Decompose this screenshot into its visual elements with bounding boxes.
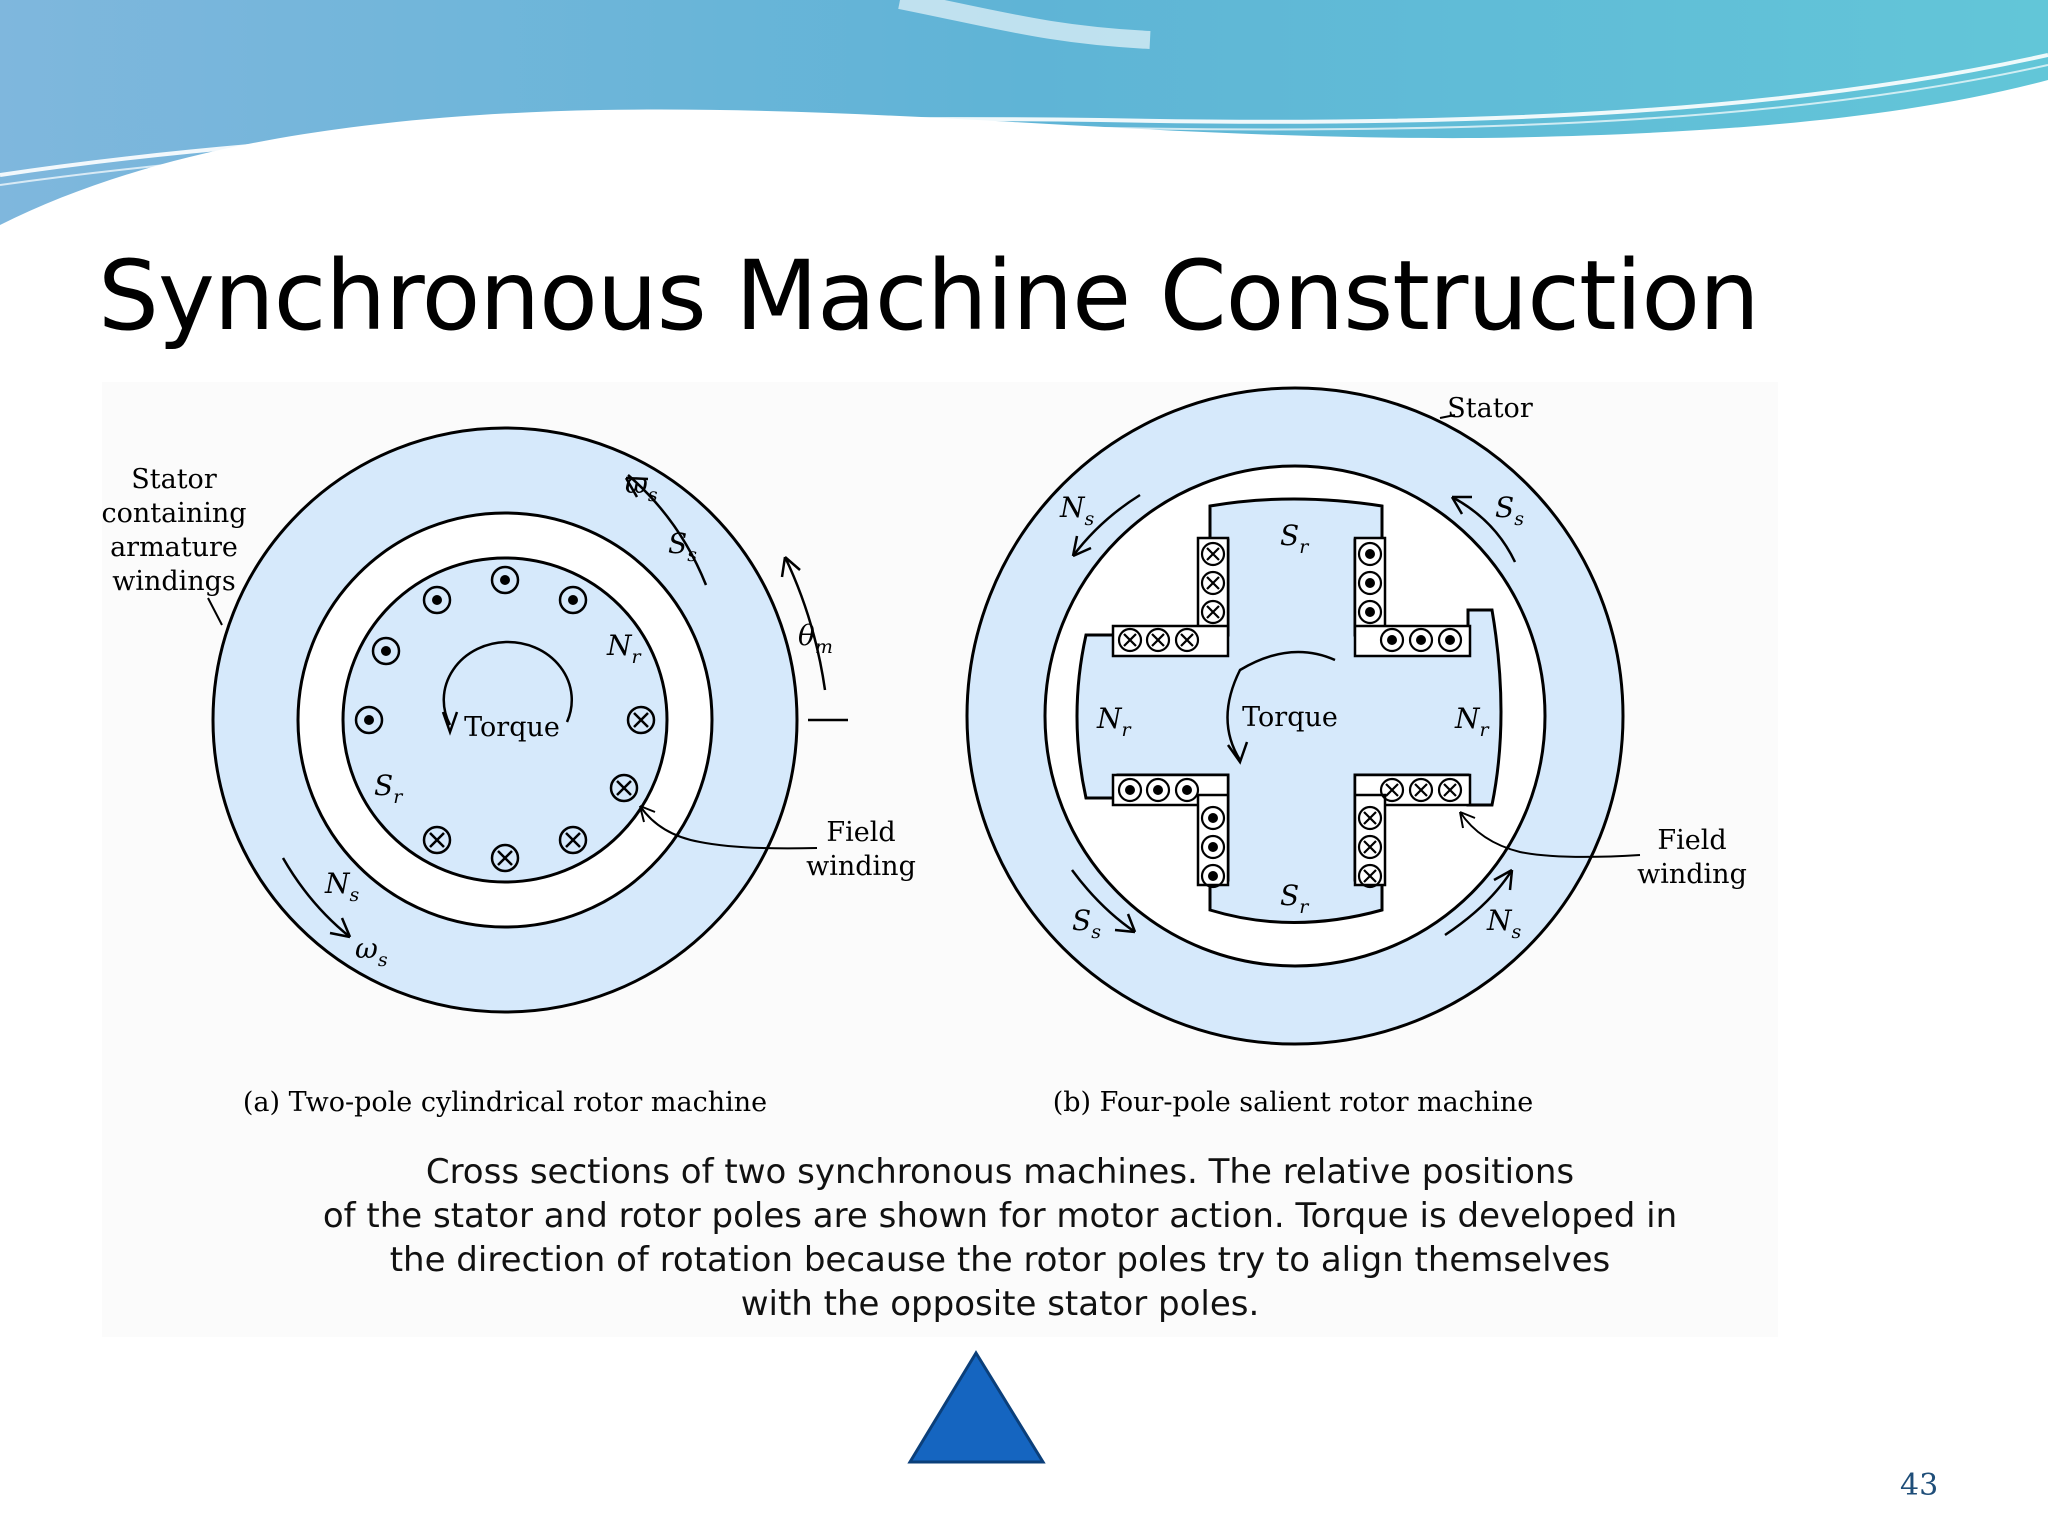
stator-label-b: Stator bbox=[1447, 393, 1533, 424]
rotor-a bbox=[341, 556, 669, 884]
torque-label-b: Torque bbox=[1242, 702, 1338, 733]
N-s-label-lower-b: N bbox=[1486, 904, 1513, 937]
S-s-label-a: S bbox=[668, 527, 687, 560]
torque-arrowhead-a bbox=[441, 711, 459, 736]
arrow-Ss-lower-b bbox=[1070, 869, 1136, 934]
N-r-label-a: N bbox=[606, 629, 633, 662]
caption-line-3: the direction of rotation because the ro… bbox=[389, 1240, 1611, 1280]
field-winding-label-b-1: Field bbox=[1657, 825, 1726, 856]
caption-line-1: Cross sections of two synchronous machin… bbox=[425, 1152, 1575, 1192]
dot-windings-a bbox=[354, 565, 588, 735]
svg-text:Ns: Ns bbox=[1059, 491, 1095, 530]
N-s-label-a: N bbox=[324, 867, 351, 900]
torque-label-a: Torque bbox=[464, 712, 560, 743]
S-s-label-upper-b: S bbox=[1495, 491, 1514, 524]
stator-label-line2: containing bbox=[101, 498, 246, 529]
arrow-Ss-upper-b bbox=[1451, 495, 1517, 563]
S-r-label-upper-b: S bbox=[1280, 519, 1299, 552]
cross-windings-a bbox=[422, 705, 656, 873]
svg-text:ωs: ωs bbox=[355, 932, 388, 971]
svg-text:θm: θm bbox=[798, 619, 833, 658]
svg-text:Ss: Ss bbox=[668, 527, 697, 566]
coil-markers-b bbox=[1117, 541, 1463, 889]
svg-text:Ns: Ns bbox=[1486, 904, 1522, 943]
up-triangle-icon[interactable] bbox=[907, 1350, 1046, 1464]
caption-line-2: of the stator and rotor poles are shown … bbox=[322, 1196, 1678, 1236]
coil-dots-b bbox=[1125, 549, 1455, 881]
omega-arrow-upper-a bbox=[627, 474, 708, 586]
stator-leader-b bbox=[1439, 414, 1456, 419]
theta-m-label: θ bbox=[798, 619, 815, 652]
caption-b: (b) Four-pole salient rotor machine bbox=[1053, 1087, 1534, 1118]
svg-text:Nr: Nr bbox=[1454, 702, 1491, 741]
omega-s-label-upper: ω bbox=[625, 467, 648, 500]
caption-line-4: with the opposite stator poles. bbox=[740, 1284, 1260, 1324]
page-number: 43 bbox=[1900, 1468, 1939, 1503]
N-r-label-right-b: N bbox=[1454, 702, 1481, 735]
N-r-label-left-b: N bbox=[1096, 702, 1123, 735]
svg-text:Sr: Sr bbox=[374, 769, 404, 808]
field-winding-label-a-1: Field bbox=[826, 817, 895, 848]
S-r-label-a: S bbox=[374, 769, 393, 802]
stator-label-line3: armature bbox=[110, 532, 238, 563]
field-winding-label-a-2: winding bbox=[806, 851, 916, 882]
svg-text:Sr: Sr bbox=[1280, 519, 1310, 558]
svg-text:Ss: Ss bbox=[1072, 904, 1101, 943]
torque-arrowhead-b bbox=[1226, 741, 1249, 765]
N-s-label-upper-b: N bbox=[1059, 491, 1086, 524]
omega-s-label-lower: ω bbox=[355, 932, 378, 965]
arrow-Ns-upper-b bbox=[1072, 493, 1141, 557]
figure-b: Stator Torque Field winding Ns Ss Sr Nr … bbox=[965, 386, 1747, 1118]
svg-text:ωs: ωs bbox=[625, 467, 658, 506]
S-s-label-lower-b: S bbox=[1072, 904, 1091, 937]
stator-label-line4: windings bbox=[112, 566, 236, 597]
svg-text:Sr: Sr bbox=[1280, 879, 1310, 918]
stator-leader-a bbox=[207, 597, 223, 626]
torque-arc-b bbox=[1226, 650, 1336, 761]
svg-text:Ss: Ss bbox=[1495, 491, 1524, 530]
header-wave bbox=[0, 0, 2048, 225]
arrow-Ns-lower-b bbox=[1444, 869, 1514, 937]
svg-text:Nr: Nr bbox=[606, 629, 643, 668]
caption-a: (a) Two-pole cylindrical rotor machine bbox=[243, 1087, 767, 1118]
torque-arc-a bbox=[442, 640, 574, 726]
slide-title: Synchronous Machine Construction bbox=[98, 240, 1760, 352]
svg-text:Ns: Ns bbox=[324, 867, 360, 906]
field-winding-leader-b bbox=[1459, 811, 1641, 858]
S-r-label-lower-b: S bbox=[1280, 879, 1299, 912]
stator-label-line1: Stator bbox=[131, 464, 217, 495]
svg-text:Nr: Nr bbox=[1096, 702, 1133, 741]
theta-arc-a bbox=[783, 556, 827, 691]
field-winding-leader-a bbox=[639, 805, 818, 850]
omega-arrow-lower-a bbox=[281, 857, 351, 938]
figure-a: Stator containing armature windings Torq… bbox=[101, 426, 916, 1118]
field-winding-label-b-2: winding bbox=[1637, 859, 1747, 890]
figure-caption: Cross sections of two synchronous machin… bbox=[170, 1150, 1830, 1326]
